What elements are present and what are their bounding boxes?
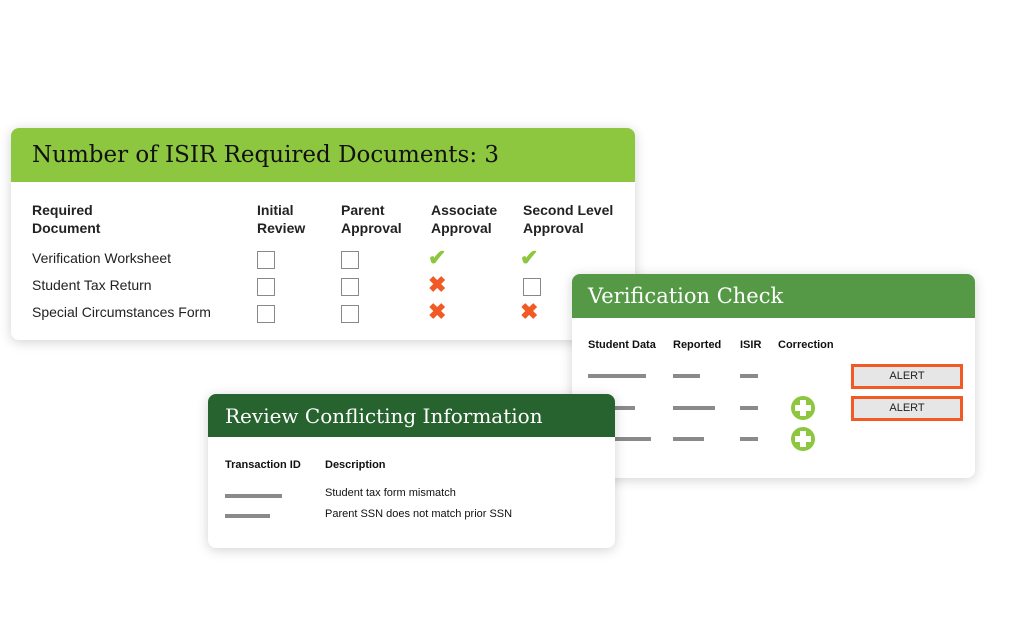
x-mark-icon: ✖ (428, 299, 447, 324)
approval-checkbox[interactable] (341, 278, 359, 296)
required-documents-card: Number of ISIR Required Documents: 3 Req… (11, 128, 635, 340)
placeholder-dash (673, 406, 715, 410)
description-text: Student tax form mismatch (325, 487, 456, 499)
header-line: Document (32, 220, 101, 236)
card-title: Review Conflicting Information (225, 403, 543, 428)
placeholder-dash (588, 374, 646, 378)
col-description: Description (325, 459, 386, 471)
add-correction-icon[interactable] (791, 396, 815, 420)
approval-checkbox[interactable] (257, 278, 275, 296)
checkmark-icon: ✔ (428, 245, 447, 270)
col-student-data: Student Data (588, 339, 656, 351)
placeholder-dash (740, 406, 758, 410)
placeholder-dash (740, 437, 758, 441)
description-text: Parent SSN does not match prior SSN (325, 508, 513, 520)
card-title: Verification Check (588, 284, 784, 308)
header-line: Approval (431, 220, 492, 236)
placeholder-dash (588, 437, 651, 441)
placeholder-dash (673, 374, 700, 378)
verification-header: Verification Check (572, 274, 975, 318)
alert-button[interactable]: ALERT (851, 396, 963, 421)
header-line: Approval (523, 220, 584, 236)
add-correction-icon[interactable] (791, 427, 815, 451)
header-line: Approval (341, 220, 402, 236)
placeholder-dash (673, 437, 704, 441)
x-mark-icon: ✖ (520, 299, 539, 324)
header-line: Associate (431, 202, 498, 218)
col-transaction-id: Transaction ID (225, 459, 301, 471)
document-name: Student Tax Return (32, 277, 152, 293)
approval-checkbox[interactable] (257, 251, 275, 269)
review-header: Review Conflicting Information (208, 394, 615, 437)
approval-checkbox[interactable] (341, 251, 359, 269)
document-name: Verification Worksheet (32, 250, 172, 266)
x-mark-icon: ✖ (428, 272, 447, 297)
header-line: Parent (341, 202, 385, 218)
placeholder-dash (225, 514, 270, 518)
checkmark-icon: ✔ (520, 245, 539, 270)
header-line: Review (257, 220, 306, 236)
approval-checkbox[interactable] (523, 278, 541, 296)
col-reported: Reported (673, 339, 722, 351)
header-line: Second Level (523, 202, 614, 218)
review-conflicting-card: Review Conflicting Information Transacti… (208, 394, 615, 548)
alert-button[interactable]: ALERT (851, 364, 963, 389)
approval-checkbox[interactable] (257, 305, 275, 323)
card-title: Number of ISIR Required Documents: 3 (32, 142, 500, 168)
header-line: Initial (257, 202, 294, 218)
header-line: Required (32, 202, 93, 218)
approval-checkbox[interactable] (341, 305, 359, 323)
required-documents-header: Number of ISIR Required Documents: 3 (11, 128, 635, 182)
document-name: Special Circumstances Form (32, 304, 211, 320)
col-correction: Correction (778, 339, 834, 351)
placeholder-dash (225, 494, 282, 498)
col-isir: ISIR (740, 339, 762, 351)
placeholder-dash (740, 374, 758, 378)
